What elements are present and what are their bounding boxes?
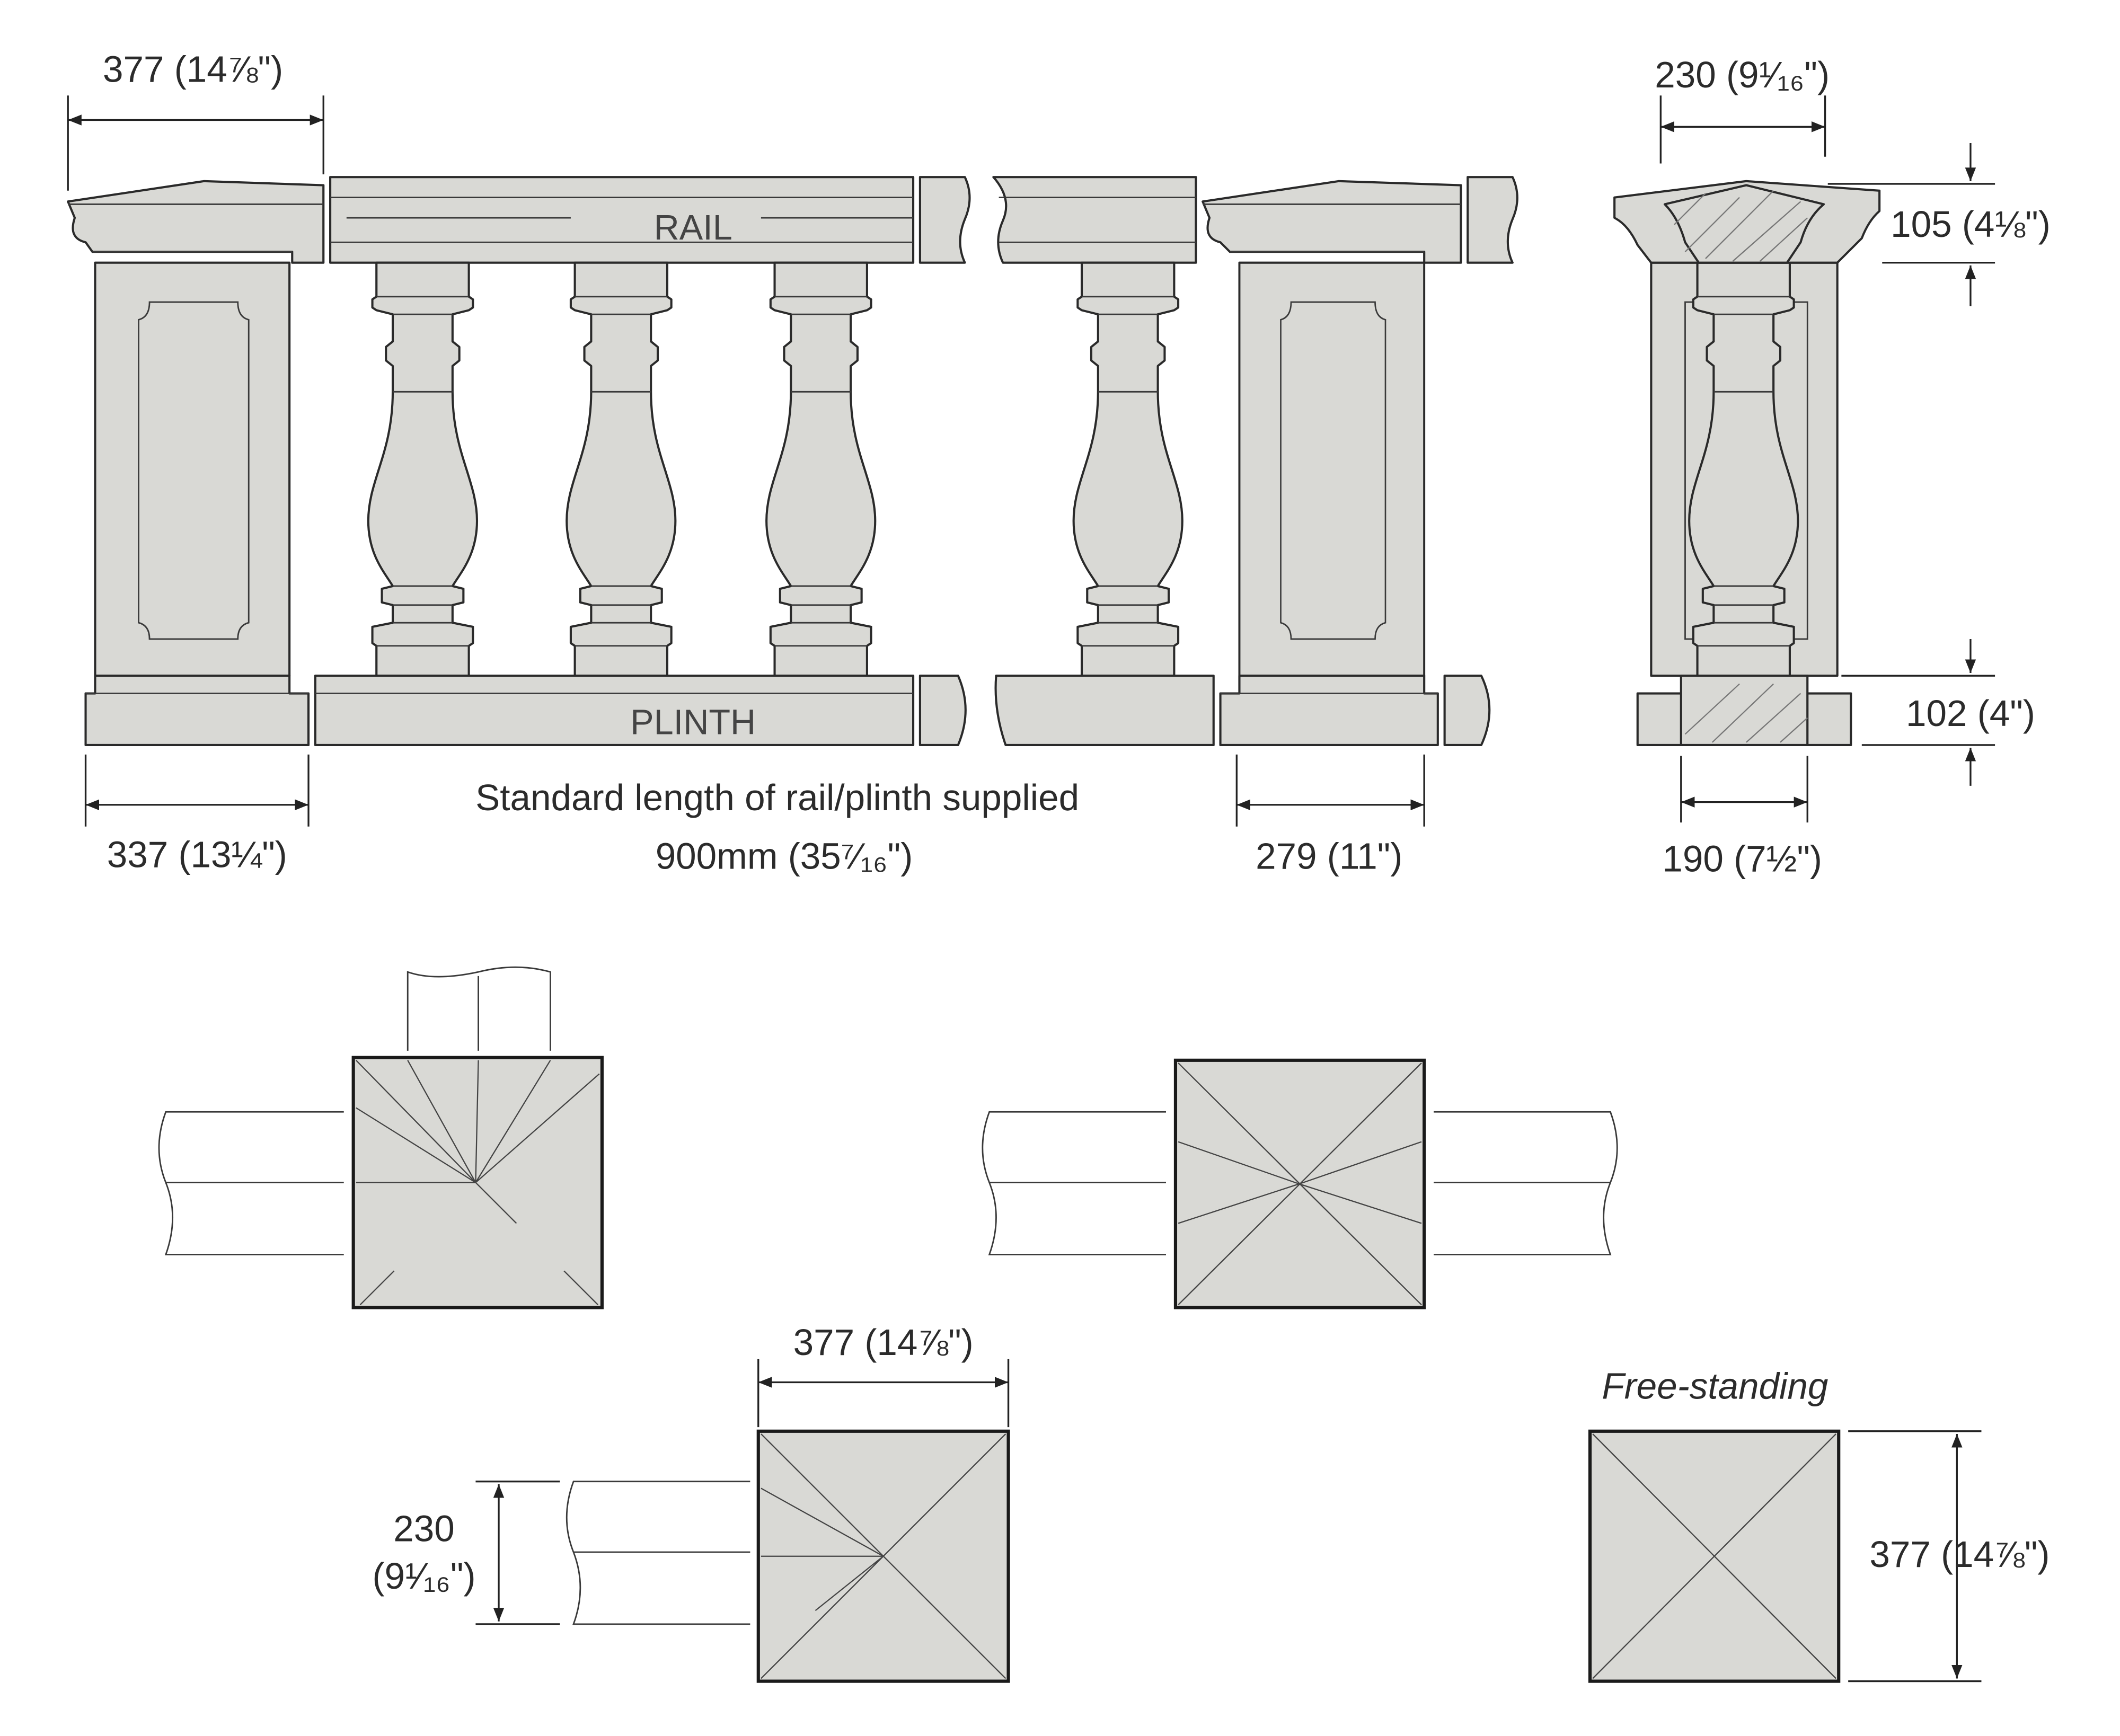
standard-length-note: Standard length of rail/plinth supplied <box>475 777 1079 818</box>
pier-cap-width-dimension: 377 (14⅞") <box>103 49 283 90</box>
balusters <box>368 263 1182 676</box>
left-pier <box>67 180 325 747</box>
pier-base-width-dimension: 337 (13¼") <box>107 834 287 875</box>
rail: RAIL <box>329 177 1197 263</box>
pier-body-width-dimension: 279 (11") <box>1256 835 1402 876</box>
baluster <box>766 263 875 676</box>
end-pier-width-dimension: 377 (14⅞") <box>793 1322 974 1363</box>
plinth: PLINTH <box>314 675 1491 747</box>
section-view: 230 (9¹⁄₁₆") 105 (4⅛") 102 (4") 190 (7½"… <box>1613 54 2051 879</box>
free-standing-label: Free-standing <box>1602 1365 1828 1406</box>
left-pier-base <box>84 675 310 747</box>
plan-end-pier: 377 (14⅞") 230 (9¹⁄₁₆") <box>372 1322 1010 1683</box>
end-pier-rail-width-in: (9¹⁄₁₆") <box>372 1555 475 1597</box>
baluster <box>567 263 675 676</box>
section-plinth-width-dimension: 190 (7½") <box>1662 838 1822 879</box>
free-standing-height-dimension: 377 (14⅞") <box>1869 1534 2050 1575</box>
baluster <box>1074 263 1182 676</box>
section-rail-height-dimension: 105 (4⅛") <box>1891 203 2051 245</box>
section-plinth-height-dimension: 102 (4") <box>1906 693 2035 734</box>
elevation-view: RAIL PLINTH 377 (14⅞") 337 (13¼") Standa… <box>67 49 1517 876</box>
standard-length-value: 900mm (35⁷⁄₁₆") <box>656 835 913 876</box>
section-rail-width-dimension: 230 (9¹⁄₁₆") <box>1655 54 1830 95</box>
plan-free-standing-pier: Free-standing 377 (14⅞") <box>1588 1365 2050 1683</box>
plan-intermediate-pier <box>982 1058 1618 1309</box>
baluster <box>368 263 477 676</box>
end-pier-rail-width-mm: 230 <box>393 1508 454 1549</box>
plinth-label: PLINTH <box>630 703 756 742</box>
rail-label: RAIL <box>654 208 732 247</box>
plan-corner-pier <box>158 966 604 1309</box>
right-pier-cap <box>1202 180 1462 264</box>
right-pier <box>1202 177 1517 747</box>
right-pier-base <box>1219 675 1439 747</box>
left-pier-cap <box>67 180 325 264</box>
